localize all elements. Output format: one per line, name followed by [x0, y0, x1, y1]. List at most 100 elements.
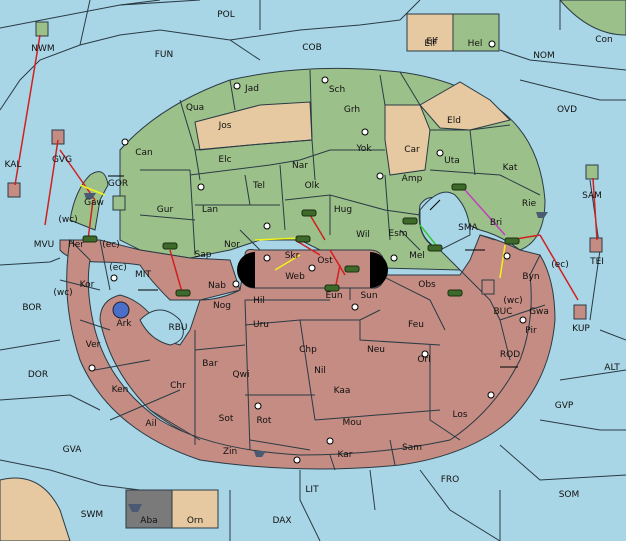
unit-marker-tei: [589, 237, 603, 253]
land-cow: [0, 477, 71, 541]
province-label-green: Nar: [292, 161, 308, 171]
province-label-red: NWM: [31, 44, 54, 54]
province-label-red: Kar: [338, 450, 353, 460]
sea-sma: [419, 191, 471, 251]
province-label-sea: SMA: [458, 223, 478, 233]
province-label-red: Neu: [367, 345, 385, 355]
province-label-coast: (wc): [53, 288, 72, 298]
province-label-tan: Jos: [218, 121, 232, 131]
yellow-orders: [79, 184, 506, 279]
impassable-east: [370, 252, 388, 288]
province-label-coast: (wc): [58, 215, 77, 225]
province-label-coast: (ec): [109, 263, 127, 273]
land-gaw: [69, 171, 109, 231]
province-label-green: Mel: [409, 251, 425, 261]
province-label-red: Rot: [257, 416, 272, 426]
legend-label: Orn: [187, 516, 203, 526]
province-label-sea: FRO: [441, 475, 460, 485]
province-label-tan: Elf: [426, 37, 438, 47]
province-label-red: Ail: [145, 419, 156, 429]
province-label-red: Hil: [253, 296, 265, 306]
unit-marker-sam: [585, 164, 599, 180]
province-label-red: Kor: [80, 280, 95, 290]
province-label-sea: TEI: [589, 257, 604, 267]
province-label-red: Zin: [223, 447, 237, 457]
legend-label: Elf: [424, 39, 436, 49]
impassable-west: [237, 252, 255, 288]
province-label-coast: (wc): [503, 296, 522, 306]
province-label-red: Ost: [317, 256, 333, 266]
province-label-green: Tel: [252, 181, 265, 191]
unit-marker-nwm: [35, 21, 49, 37]
province-label-tan: Eld: [447, 116, 461, 126]
province-label-red: Nil: [314, 366, 326, 376]
province-label-sea: RBU: [168, 323, 187, 333]
province-label-green: Olk: [305, 181, 321, 191]
province-label-red: Bri: [490, 218, 502, 228]
province-label-red: Her: [68, 240, 84, 250]
province-label-sea: GOR: [108, 179, 128, 189]
province-label-green: Amp: [402, 174, 423, 184]
green-province-borders: [139, 69, 541, 256]
province-label-green: Esm: [388, 229, 407, 239]
province-label-sea: Con: [595, 35, 613, 45]
fleet-ark-icon: [112, 301, 130, 319]
unit-marker-buc: [481, 279, 495, 295]
province-label-sea: POL: [217, 10, 235, 20]
land-eld: [419, 81, 511, 131]
province-label-red: Nog: [213, 301, 231, 311]
province-label-coast: (ec): [551, 260, 569, 270]
province-label-green: Wil: [356, 230, 370, 240]
province-label-sea: OVD: [557, 105, 577, 115]
province-label-red: Obs: [418, 280, 436, 290]
legend-label: Aba: [140, 516, 157, 526]
legend-orn: [171, 489, 219, 529]
province-label-green: Grh: [344, 105, 360, 115]
province-label-red: Sam: [402, 443, 422, 453]
province-label-red: Ken: [112, 385, 129, 395]
province-label-red: Ark: [116, 319, 132, 329]
province-label-red: Gaw: [84, 198, 104, 208]
province-label-sea: NOM: [533, 51, 555, 61]
province-label-sea: GVA: [63, 445, 83, 455]
legend-label: Hel: [468, 39, 483, 49]
province-label-green: Qua: [186, 103, 204, 113]
unit-marker-kup: [573, 304, 587, 320]
province-label-red: Los: [452, 410, 467, 420]
unit-marker-gor: [112, 195, 126, 211]
province-label-green: Gur: [157, 205, 174, 215]
province-label-sea: BOR: [22, 303, 41, 313]
double-arrow-icons: [108, 175, 518, 368]
province-label-red: Mou: [343, 418, 362, 428]
province-label-red: GVG: [52, 155, 72, 165]
province-label-red: Chr: [170, 381, 186, 391]
province-label-sea: KUP: [572, 324, 590, 334]
province-label-sea: GVP: [555, 401, 574, 411]
province-label-red: Bar: [202, 359, 218, 369]
province-label-sea: SOM: [559, 490, 580, 500]
province-label-green: Jad: [244, 84, 259, 94]
province-label-sea: MVU: [34, 240, 55, 250]
province-label-sea: MIT: [135, 270, 151, 280]
magenta-order: [464, 189, 506, 236]
province-label-red: Kaa: [334, 386, 351, 396]
province-label-green: Hug: [334, 205, 352, 215]
province-label-red: Sot: [219, 414, 234, 424]
province-label-green: Sch: [329, 85, 345, 95]
legend-elf: [406, 13, 454, 52]
province-label-green: Rie: [522, 199, 537, 209]
province-label-red: Feu: [408, 320, 424, 330]
province-label-sea: FUN: [155, 50, 174, 60]
unit-marker-kal: [7, 182, 21, 198]
province-label-red: Byn: [522, 272, 539, 282]
province-label-green: Nor: [224, 240, 240, 250]
province-label-red: Chp: [299, 345, 317, 355]
province-label-sea: BUC: [493, 307, 512, 317]
red-province-borders: [59, 234, 546, 471]
province-label-sea: COB: [302, 43, 322, 53]
province-label-red: Pir: [525, 326, 537, 336]
province-label-red: Eun: [325, 291, 342, 301]
province-label-red: Ver: [86, 340, 101, 350]
province-label-green: Uta: [444, 156, 460, 166]
